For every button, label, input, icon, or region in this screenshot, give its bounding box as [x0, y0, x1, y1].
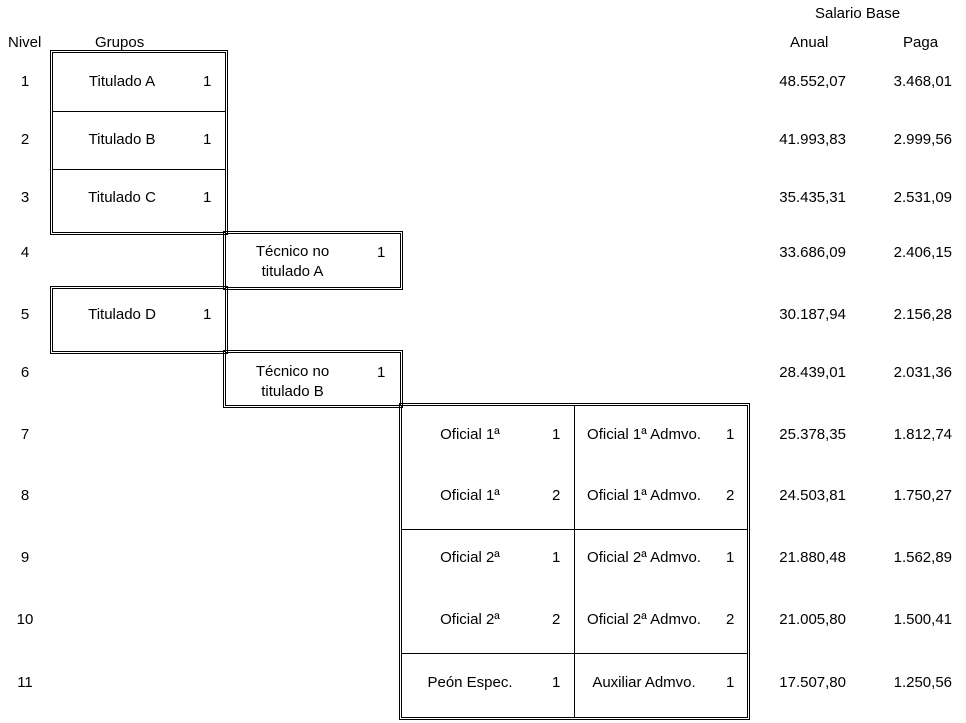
group-titulado-d-sub: 1 — [203, 306, 212, 323]
nivel-cell: 8 — [20, 487, 30, 504]
anual-cell: 33.686,09 — [779, 244, 846, 261]
group-tecnico-b-line2: titulado B — [261, 383, 324, 400]
anual-cell: 24.503,81 — [779, 487, 846, 504]
group-auxiliar: Auxiliar Admvo. — [592, 674, 696, 691]
nivel-cell: 5 — [20, 306, 30, 323]
paga-cell: 1.250,56 — [893, 674, 952, 691]
paga-cell: 2.999,56 — [893, 131, 952, 148]
group-oficial2: Oficial 2ª — [440, 549, 500, 566]
group-auxiliar-sub: 1 — [726, 674, 735, 691]
group-titulado-d: Titulado D — [88, 306, 156, 323]
group-admvo2: Oficial 2ª Admvo. — [587, 611, 701, 628]
group-tecnico-a-line2: titulado A — [261, 263, 324, 280]
anual-cell: 48.552,07 — [779, 73, 846, 90]
paga-cell: 3.468,01 — [893, 73, 952, 90]
group-admvo1-sub: 2 — [726, 487, 735, 504]
oficial-admvo-box — [399, 403, 750, 720]
anual-cell: 25.378,35 — [779, 426, 846, 443]
divider — [53, 169, 225, 170]
group-oficial2-sub: 2 — [552, 611, 561, 628]
anual-cell: 41.993,83 — [779, 131, 846, 148]
paga-header: Paga — [903, 34, 939, 51]
group-titulado-a: Titulado A — [88, 73, 156, 90]
group-admvo1: Oficial 1ª Admvo. — [587, 426, 701, 443]
tecnico-a-box — [223, 231, 403, 290]
salario-base-header: Salario Base — [815, 5, 901, 22]
nivel-cell: 11 — [17, 674, 33, 691]
group-titulado-b: Titulado B — [88, 131, 156, 148]
divider — [402, 529, 747, 530]
nivel-cell: 3 — [20, 189, 30, 206]
group-peon-sub: 1 — [552, 674, 561, 691]
group-tecnico-b-line1: Técnico no — [255, 363, 330, 380]
group-tecnico-a-sub: 1 — [377, 244, 386, 261]
group-tecnico-a-line1: Técnico no — [255, 243, 330, 260]
group-admvo2-sub: 1 — [726, 549, 735, 566]
nivel-cell: 10 — [16, 611, 34, 628]
group-admvo2-sub: 2 — [726, 611, 735, 628]
group-oficial1: Oficial 1ª — [440, 426, 500, 443]
anual-cell: 17.507,80 — [779, 674, 846, 691]
group-peon: Peón Espec. — [427, 674, 513, 691]
nivel-cell: 1 — [20, 73, 30, 90]
titulado-d-box — [50, 286, 228, 354]
anual-cell: 35.435,31 — [779, 189, 846, 206]
group-admvo2: Oficial 2ª Admvo. — [587, 549, 701, 566]
paga-cell: 2.156,28 — [893, 306, 952, 323]
paga-cell: 2.031,36 — [893, 364, 952, 381]
paga-cell: 1.500,41 — [893, 611, 952, 628]
paga-cell: 2.406,15 — [893, 244, 952, 261]
tecnico-b-box — [223, 350, 403, 408]
nivel-header: Nivel — [8, 34, 42, 51]
nivel-cell: 7 — [20, 426, 30, 443]
anual-cell: 21.005,80 — [779, 611, 846, 628]
divider — [402, 653, 747, 654]
group-oficial1-sub: 1 — [552, 426, 561, 443]
paga-cell: 1.562,89 — [893, 549, 952, 566]
group-titulado-b-sub: 1 — [203, 131, 212, 148]
group-admvo1: Oficial 1ª Admvo. — [587, 487, 701, 504]
group-oficial2: Oficial 2ª — [440, 611, 500, 628]
anual-cell: 21.880,48 — [779, 549, 846, 566]
group-titulado-a-sub: 1 — [203, 73, 212, 90]
paga-cell: 2.531,09 — [893, 189, 952, 206]
group-oficial2-sub: 1 — [552, 549, 561, 566]
divider — [574, 406, 575, 717]
group-titulado-c: Titulado C — [88, 189, 156, 206]
group-admvo1-sub: 1 — [726, 426, 735, 443]
divider — [53, 111, 225, 112]
nivel-cell: 6 — [20, 364, 30, 381]
titulado-abc-box — [50, 50, 228, 235]
nivel-cell: 2 — [20, 131, 30, 148]
paga-cell: 1.750,27 — [893, 487, 952, 504]
group-oficial1-sub: 2 — [552, 487, 561, 504]
group-oficial1: Oficial 1ª — [440, 487, 500, 504]
anual-header: Anual — [790, 34, 829, 51]
nivel-cell: 4 — [20, 244, 30, 261]
anual-cell: 30.187,94 — [779, 306, 846, 323]
nivel-cell: 9 — [20, 549, 30, 566]
group-titulado-c-sub: 1 — [203, 189, 212, 206]
grupos-header: Grupos — [95, 34, 145, 51]
group-tecnico-b-sub: 1 — [377, 364, 386, 381]
paga-cell: 1.812,74 — [893, 426, 952, 443]
anual-cell: 28.439,01 — [779, 364, 846, 381]
